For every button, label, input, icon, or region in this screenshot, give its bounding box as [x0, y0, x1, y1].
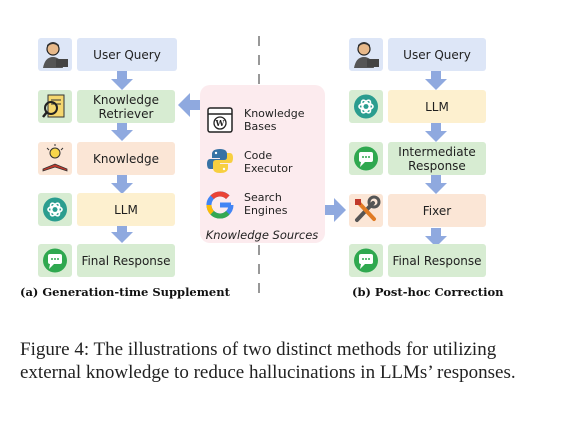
- wiki-icon: W: [205, 105, 235, 135]
- knowledge-lightbulb-icon: [38, 142, 72, 175]
- chat-bubble-icon: [349, 244, 383, 277]
- openai-icon: [349, 90, 383, 123]
- search-engines-label: Search Engines: [244, 191, 288, 217]
- right-panel-caption: (b) Post-hoc Correction: [352, 285, 504, 299]
- knowledge-bases-label: Knowledge Bases: [244, 107, 305, 133]
- knowledge-retriever-label: Knowledge Retriever: [93, 92, 159, 121]
- arrow-right-1: [425, 71, 447, 90]
- arrow-left-3: [111, 175, 133, 194]
- left-final-response-box: Final Response: [77, 244, 175, 277]
- arrow-right-2: [425, 123, 447, 142]
- right-user-query-label: User Query: [403, 47, 471, 62]
- code-executor-label: Code Executor: [244, 149, 293, 175]
- arrow-sources-to-fixer: [322, 198, 346, 222]
- retriever-icon: [38, 90, 72, 123]
- knowledge-sources-title: Knowledge Sources: [205, 228, 319, 242]
- arrow-left-4: [111, 224, 133, 243]
- arrow-sources-to-retriever: [178, 93, 203, 117]
- intermediate-response-label: Intermediate Response: [398, 144, 476, 173]
- user-icon: [349, 38, 383, 71]
- right-arrows: [322, 71, 447, 247]
- arrow-right-3: [425, 175, 447, 194]
- right-final-response-label: Final Response: [392, 253, 482, 268]
- left-user-query-label: User Query: [93, 47, 161, 62]
- right-final-response-box: Final Response: [388, 244, 486, 277]
- left-final-response-label: Final Response: [81, 253, 171, 268]
- knowledge-label: Knowledge: [93, 151, 159, 166]
- left-user-query-box: User Query: [77, 38, 177, 71]
- openai-icon: [38, 193, 72, 226]
- arrow-right-4: [425, 228, 447, 247]
- right-user-query-box: User Query: [388, 38, 486, 71]
- right-llm-label: LLM: [425, 99, 449, 114]
- chat-bubble-icon: [38, 244, 72, 277]
- arrow-left-2: [111, 122, 133, 141]
- arrow-left-1: [111, 71, 133, 90]
- chat-bubble-icon: [349, 142, 383, 175]
- left-arrows: [111, 71, 203, 243]
- google-icon: [205, 190, 235, 220]
- left-llm-label: LLM: [114, 202, 138, 217]
- user-icon: [38, 38, 72, 71]
- python-icon: [205, 146, 235, 176]
- figure-caption: Figure 4: The illustrations of two disti…: [20, 339, 516, 383]
- left-llm-box: LLM: [77, 193, 175, 226]
- knowledge-retriever-box: Knowledge Retriever: [77, 90, 175, 123]
- left-panel-caption: (a) Generation-time Supplement: [20, 285, 230, 299]
- right-llm-box: LLM: [388, 90, 486, 123]
- svg-text:W: W: [215, 118, 226, 128]
- wrench-icon: [349, 194, 383, 227]
- fixer-box: Fixer: [388, 194, 486, 227]
- intermediate-response-box: Intermediate Response: [388, 142, 486, 175]
- knowledge-box: Knowledge: [77, 142, 175, 175]
- fixer-label: Fixer: [422, 203, 452, 218]
